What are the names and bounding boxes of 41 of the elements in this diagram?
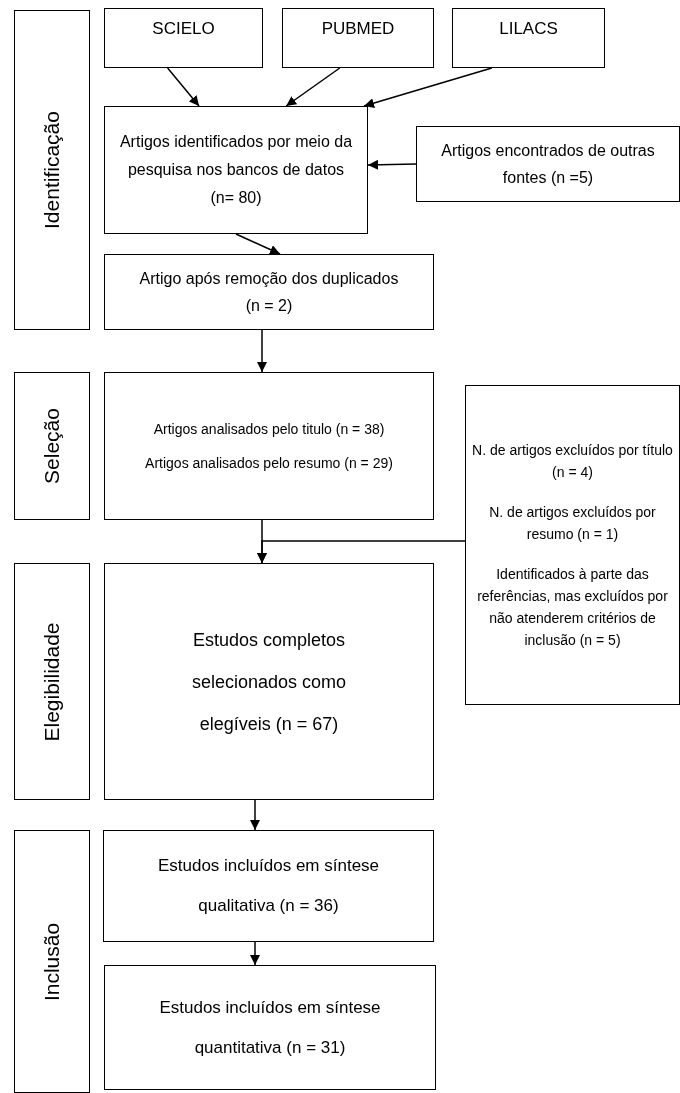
process-box	[104, 106, 368, 234]
process-box	[104, 563, 434, 800]
arrow	[363, 67, 493, 108]
node-text: LILACS	[499, 19, 558, 39]
process-box	[465, 385, 680, 705]
stage-label-box	[14, 830, 90, 1093]
node-text: Artigos encontrados de outras fontes (n =5)	[440, 141, 656, 188]
stage-label-box	[14, 10, 90, 330]
stage-label: Elegibilidade	[40, 621, 64, 742]
node-text: Artigos identificados por meio da pesquisa nos bancos de datos (n= 80)	[119, 132, 353, 208]
node-text: Estudos completos selecionados como elegíveis (n = 67)	[190, 628, 348, 736]
process-box	[416, 126, 680, 202]
database-box	[282, 8, 434, 68]
arrow	[257, 329, 267, 373]
arrow	[250, 799, 260, 831]
node-text: Estudos incluídos em síntese qualitativa (n = 36)	[156, 855, 381, 917]
process-box	[104, 965, 436, 1090]
arrow	[285, 67, 341, 107]
node-text: Artigo após remoção dos duplicados (n = 2)	[138, 269, 400, 316]
node-text: Identificados à parte das referências, mas excluídos por não atenderem critérios de inclusão (n = 5)	[476, 565, 669, 650]
node-text: N. de artigos excluídos por título (n = 4)	[471, 441, 674, 482]
database-box	[104, 8, 263, 68]
database-box	[452, 8, 605, 68]
stage-label: Inclusão	[40, 922, 64, 1001]
node-text: N. de artigos excluídos por resumo (n = 1)	[488, 503, 657, 544]
node-text: Artigos analisados pelo titulo (n = 38)	[153, 420, 385, 439]
process-box	[104, 254, 434, 330]
arrow	[367, 159, 417, 170]
node-text: PUBMED	[321, 19, 395, 39]
process-box	[103, 830, 434, 942]
stage-label-box	[14, 563, 90, 800]
arrow	[166, 67, 200, 107]
arrow	[250, 941, 260, 966]
stage-label: Seleção	[40, 408, 64, 484]
stage-label: Identificação	[40, 111, 64, 229]
process-box	[104, 372, 434, 520]
node-text: Artigos analisados pelo resumo (n = 29)	[145, 454, 393, 473]
node-text: Estudos incluídos em síntese quantitativa (n = 31)	[158, 996, 382, 1059]
node-text: SCIELO	[152, 19, 215, 39]
stage-label-box	[14, 372, 90, 520]
arrow	[257, 540, 466, 564]
